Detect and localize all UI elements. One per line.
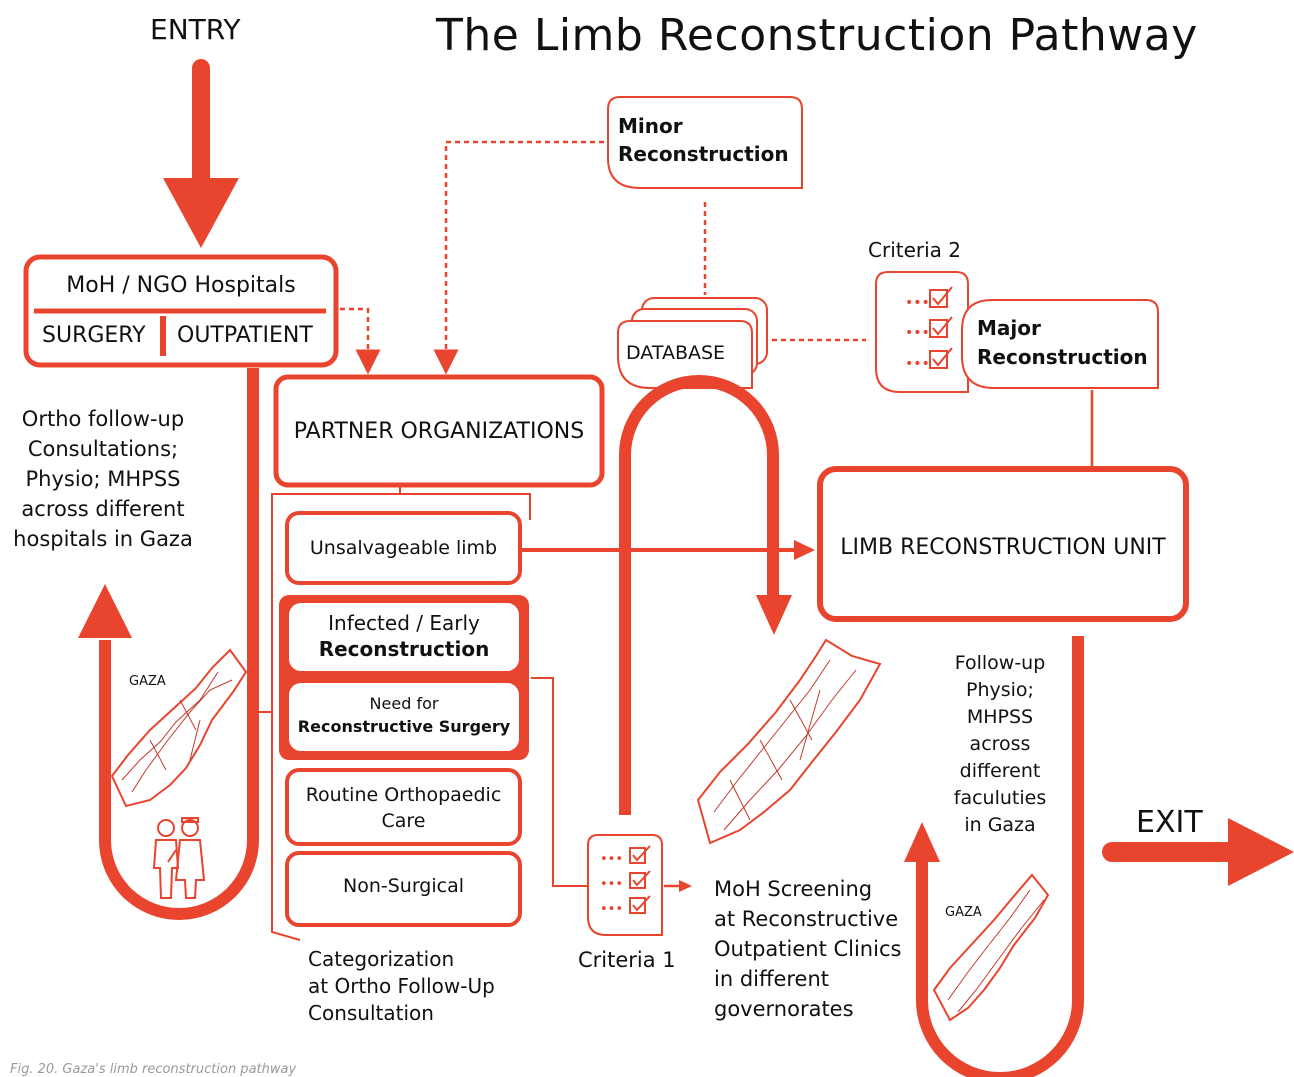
categorization-note: Categorization at Ortho Follow-Up Consul…: [308, 946, 495, 1027]
criteria1-checklist-icon: ••• ••• •••: [587, 834, 663, 936]
minor-reconstruction-box: [607, 96, 803, 189]
partner-organizations-box: [273, 374, 605, 488]
checklist-icon: ••• ••• •••: [875, 271, 969, 393]
svg-text:•••: •••: [905, 325, 930, 341]
outpatient-label: OUTPATIENT: [177, 323, 313, 348]
moh-screening-line: at Reconstructive: [714, 907, 899, 931]
left-note-line: Physio; MHPSS: [25, 467, 181, 491]
criteria2-label: Criteria 2: [868, 238, 962, 262]
right-note-line: different: [959, 760, 1041, 782]
gaza-map-icon: [110, 648, 248, 808]
need-reconstructive-box: [289, 683, 519, 751]
entry-label: ENTRY: [150, 13, 241, 46]
unsalvageable-box: [285, 511, 522, 585]
unsalvageable-label: Unsalvageable limb: [309, 537, 498, 559]
database-label: DATABASE: [626, 342, 726, 364]
right-note-line: faculuties: [953, 787, 1047, 809]
svg-text:•••: •••: [600, 902, 623, 917]
right-note-line: across: [969, 733, 1031, 755]
major-line: Reconstruction: [977, 345, 1148, 369]
left-notes: Ortho follow-up Consultations; Physio; M…: [0, 404, 206, 554]
svg-text:•••: •••: [905, 356, 930, 372]
major-reconstruction-box: [961, 299, 1159, 389]
surgery-label: SURGERY: [42, 323, 146, 348]
svg-text:•••: •••: [600, 852, 623, 867]
moh-screening-line: Outpatient Clinics: [714, 937, 902, 961]
gaza-label: GAZA: [129, 674, 166, 689]
infected-label: Infected / Early Reconstruction: [289, 610, 519, 662]
left-loop-arrow: [78, 368, 259, 920]
right-loop-arrow: [904, 636, 1084, 1077]
infected-line: Infected / Early: [328, 611, 480, 635]
figure-caption: Fig. 20. Gaza's limb reconstruction path…: [10, 1062, 297, 1077]
gaza-map-icon: [932, 873, 1050, 1022]
routine-line: Care: [381, 810, 426, 832]
right-note-line: Follow-up: [954, 652, 1046, 674]
need-line: Reconstructive Surgery: [297, 717, 511, 736]
left-note-line: Consultations;: [27, 437, 179, 461]
gaza-label: GAZA: [945, 905, 982, 920]
right-note-line: in Gaza: [964, 814, 1036, 836]
arrow-entry-icon: [163, 59, 239, 248]
left-note-line: across different: [21, 497, 185, 521]
routine-label: Routine Orthopaedic Care: [287, 782, 520, 834]
svg-text:•••: •••: [600, 877, 623, 892]
exit-label: EXIT: [1136, 805, 1203, 840]
people-icon: [152, 817, 206, 899]
moh-screening-line: MoH Screening: [714, 877, 873, 901]
routine-box: [285, 768, 522, 846]
infected-box: [289, 603, 519, 671]
page-title: The Limb Reconstruction Pathway: [436, 10, 1198, 61]
moh-screening-line: in different: [714, 967, 830, 991]
right-notes: Follow-up Physio; MHPSS across different…: [930, 650, 1070, 839]
svg-text:•••: •••: [905, 295, 930, 311]
categorization-line: at Ortho Follow-Up: [308, 974, 495, 998]
limb-reconstruction-unit-box: [817, 466, 1189, 622]
minor-line: Minor: [618, 114, 683, 138]
right-note-line: Physio;: [966, 679, 1034, 701]
criteria1-label: Criteria 1: [578, 948, 676, 972]
gaza-map-icon: [696, 638, 882, 845]
non-surgical-box: [285, 851, 522, 927]
partner-organizations-label: PARTNER ORGANIZATIONS: [293, 419, 585, 444]
left-note-line: hospitals in Gaza: [13, 527, 193, 551]
need-reconstructive-label: Need for Reconstructive Surgery: [289, 692, 519, 738]
need-line: Need for: [369, 694, 439, 713]
right-note-line: MHPSS: [966, 706, 1034, 728]
routine-line: Routine Orthopaedic: [305, 784, 502, 806]
database-icon: [617, 297, 768, 389]
major-line: Major: [977, 316, 1041, 340]
minor-line: Reconstruction: [618, 142, 789, 166]
categorization-line: Categorization: [308, 947, 455, 971]
arrow-exit-icon: [1102, 818, 1294, 886]
left-note-line: Ortho follow-up: [21, 407, 185, 431]
minor-reconstruction-label: Minor Reconstruction: [618, 112, 789, 168]
limb-reconstruction-unit-label: LIMB RECONSTRUCTION UNIT: [840, 535, 1166, 560]
moh-screening-label: MoH Screening at Reconstructive Outpatie…: [714, 874, 901, 1024]
major-reconstruction-label: Major Reconstruction: [977, 314, 1148, 372]
hospitals-title: MoH / NGO Hospitals: [66, 273, 296, 298]
non-surgical-label: Non-Surgical: [342, 875, 465, 897]
moh-screening-line: governorates: [714, 997, 854, 1021]
center-loop-arrow: [619, 375, 792, 815]
categorization-line: Consultation: [308, 1001, 434, 1025]
infected-line: Reconstruction: [318, 637, 490, 661]
